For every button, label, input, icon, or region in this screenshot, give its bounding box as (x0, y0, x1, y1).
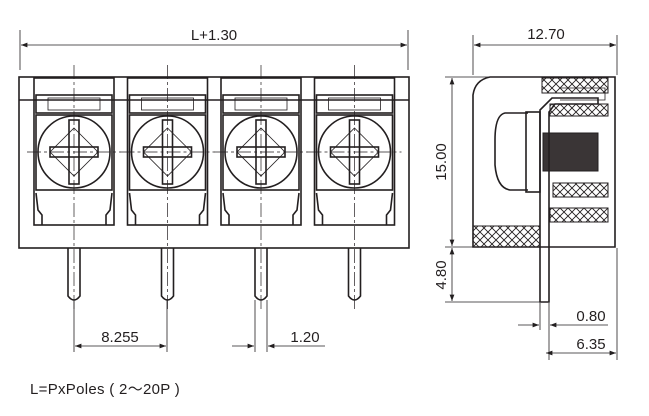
side-pin (539, 97, 599, 303)
terminal-pole (214, 65, 308, 310)
screw-thread (542, 132, 599, 172)
poles-note: L=PxPoles ( 2～20P ) (30, 381, 181, 398)
pin-width-dimension-label: 1.20 (290, 329, 319, 346)
housing-body (18, 76, 410, 249)
height-dimension-label: 15.00 (433, 143, 450, 181)
front-view: L+1.30 8.255 1.20 (18, 27, 410, 352)
side-view: 12.70 15.00 4.80 0.80 6.35 (433, 26, 618, 360)
side-housing (472, 76, 616, 248)
terminal-pole (307, 65, 402, 310)
width-dimension-label: 12.70 (527, 26, 565, 43)
pin-thickness-dimension-label: 0.80 (576, 308, 605, 325)
pitch-dimension-label: 8.255 (101, 329, 139, 346)
terminal-pole (27, 65, 121, 310)
terminal-pole (120, 65, 215, 310)
pin-length-dimension-label: 4.80 (433, 260, 450, 289)
overall-dimension-label: L+1.30 (191, 27, 237, 44)
pin-offset-dimension-label: 6.35 (576, 336, 605, 353)
screw-head (494, 112, 528, 191)
